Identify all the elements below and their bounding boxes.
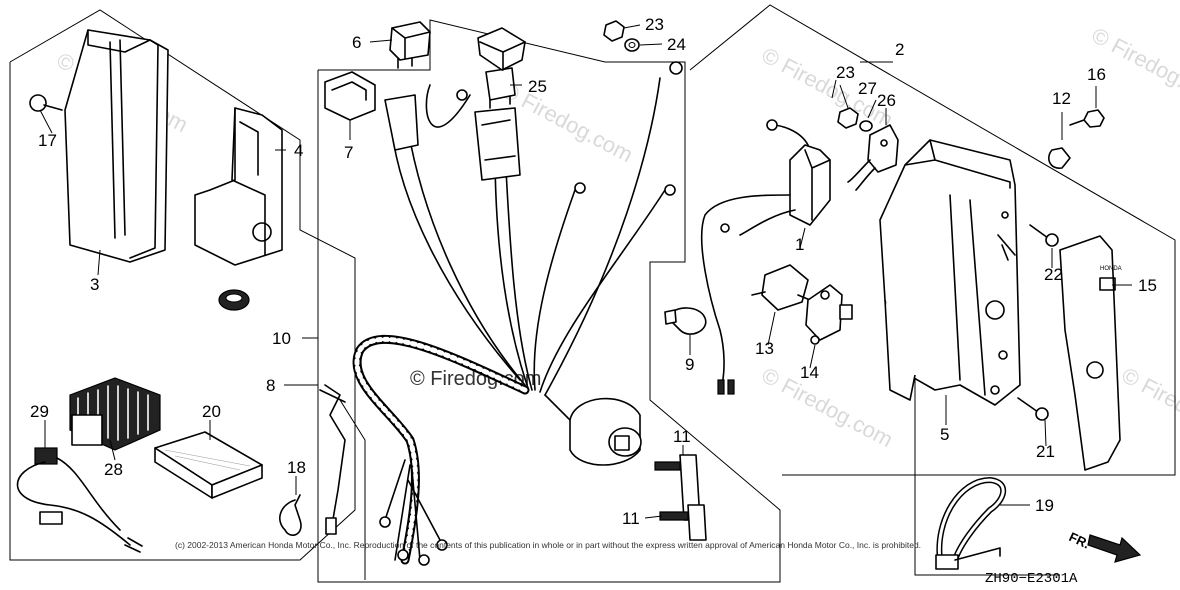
part-6-relay [389, 21, 431, 69]
callout-11: 11 [622, 509, 640, 528]
copyright-notice: (c) 2002-2013 American Honda Motor Co., … [175, 540, 921, 550]
leader-lines [39, 24, 1132, 519]
frame-inner-harness [339, 399, 366, 580]
callout-13: 13 [755, 339, 774, 358]
callout-23: 23 [645, 15, 664, 34]
callout-24: 24 [667, 35, 686, 54]
part-4-bracket [194, 107, 283, 266]
part-15-plate: HONDA [1059, 235, 1122, 471]
part-29-connector [16, 447, 143, 553]
callout-27: 27 [858, 79, 877, 98]
grommet [218, 289, 250, 311]
callout-9: 9 [685, 355, 694, 374]
watermark: © Firedog.com [1118, 362, 1180, 452]
part-21-screw [1017, 397, 1049, 421]
callout-16: 16 [1087, 65, 1106, 84]
callouts: 1 2 3 4 5 6 7 8 9 10 11 11 12 13 14 15 1… [30, 15, 1157, 528]
part-20-sponge [154, 431, 263, 499]
fuse-cover [477, 27, 526, 71]
callout-25: 25 [528, 77, 547, 96]
part-27-washer [859, 120, 873, 132]
part-17-screw [29, 94, 63, 112]
part-9-clip [664, 307, 707, 335]
frame-bottom [914, 375, 1060, 576]
part-23-nut [837, 107, 859, 129]
frame-harness [317, 19, 781, 583]
frame-right [689, 4, 1176, 476]
group-frames [9, 4, 1176, 583]
part-26-bracket [847, 124, 899, 191]
callout-21: 21 [1036, 442, 1055, 461]
callout-19: 19 [1035, 496, 1054, 515]
part-12-clip [1048, 147, 1071, 169]
front-direction-arrow: FR. [1067, 529, 1142, 563]
callout-23: 23 [836, 63, 855, 82]
callout-6: 6 [352, 33, 361, 52]
part-3-cover [64, 29, 169, 263]
part-13-diode [751, 264, 811, 311]
callout-17: 17 [38, 131, 57, 150]
plate-label: HONDA [1100, 266, 1122, 272]
part-7-cover [324, 71, 376, 121]
part-22-screw [1029, 224, 1059, 247]
watermark: © Firedog.com [758, 362, 897, 452]
callout-26: 26 [877, 91, 896, 110]
callout-4: 4 [294, 141, 303, 160]
callout-3: 3 [90, 275, 99, 294]
part-18-clip [279, 494, 302, 536]
callout-5: 5 [940, 425, 949, 444]
callout-15: 15 [1138, 276, 1157, 295]
part-11-keys [654, 454, 707, 541]
part-8-wire [319, 384, 346, 535]
callout-20: 20 [202, 402, 221, 421]
part-10-harness [352, 61, 683, 566]
part-5-panel [879, 139, 1021, 406]
callout-8: 8 [266, 376, 275, 395]
callout-1: 1 [795, 235, 804, 254]
callout-11: 11 [673, 427, 691, 446]
callout-18: 18 [287, 458, 306, 477]
diagram-code: ZH90−E2301A [985, 571, 1078, 587]
part-28-rectifier [69, 377, 161, 451]
part-23-nut-top [603, 20, 625, 42]
part-14-switch [805, 284, 853, 345]
part-19-band [935, 477, 1007, 570]
front-label: FR. [1067, 529, 1092, 551]
part-24-washer [624, 38, 640, 52]
callout-2: 2 [895, 40, 904, 59]
callout-14: 14 [800, 363, 819, 382]
callout-22: 22 [1044, 265, 1063, 284]
part-1-sensor [700, 119, 831, 395]
callout-29: 29 [30, 402, 49, 421]
callout-7: 7 [344, 143, 353, 162]
callout-12: 12 [1052, 89, 1071, 108]
callout-10: 10 [272, 329, 291, 348]
callout-28: 28 [104, 460, 123, 479]
part-25-fuse [485, 67, 516, 109]
part-16-bolt [1069, 109, 1105, 128]
